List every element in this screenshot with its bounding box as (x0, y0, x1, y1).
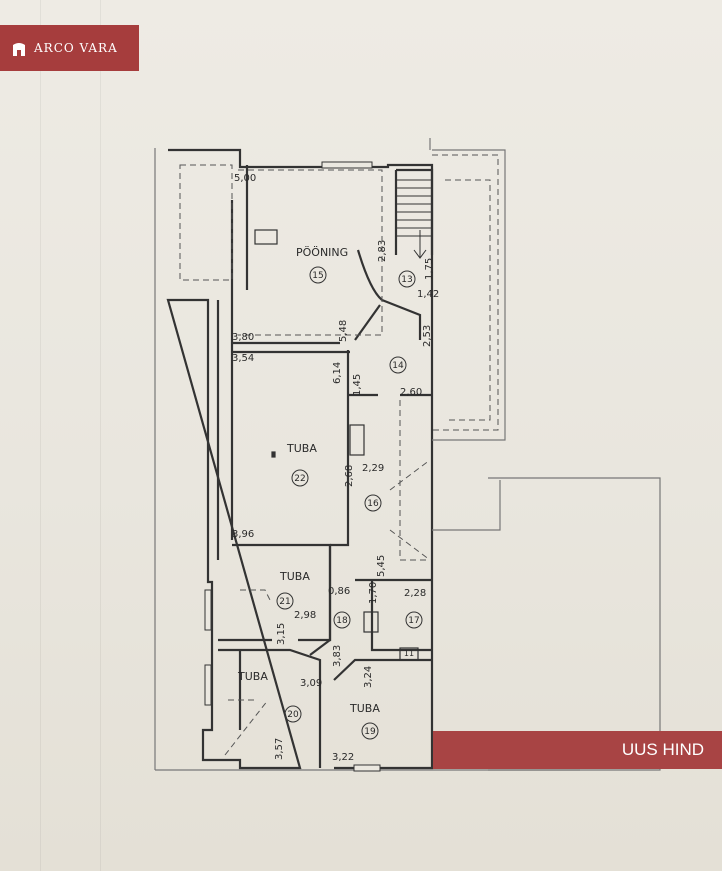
room-19-number: 19 (364, 727, 376, 737)
dim-175: 1,75 (424, 258, 435, 280)
dim-145: 1,45 (352, 374, 363, 396)
dim-170: 1,70 (368, 582, 379, 604)
room-11-number: 11 (404, 649, 414, 658)
dim-357: 3,57 (274, 738, 285, 760)
dim-309: 3,09 (300, 678, 322, 689)
room-22-name: TUBA (286, 442, 317, 455)
room-labels: PÖÖNING TUBA TUBA TUBA TUBA (237, 246, 380, 715)
room-14-circle (389, 356, 407, 374)
room-22-circle (291, 469, 309, 487)
dim-396: 3,96 (232, 529, 254, 540)
dim-545: 5,45 (376, 555, 387, 577)
room-20-number: 20 (287, 710, 299, 720)
dim-383: 3,83 (332, 645, 343, 667)
room-number-circles (276, 266, 423, 740)
room-14-number: 14 (392, 361, 404, 371)
room-19-name: TUBA (349, 702, 380, 715)
house-icon (12, 41, 26, 56)
room-15-name: PÖÖNING (296, 246, 348, 259)
room-15-number: 15 (312, 271, 323, 281)
annex-outline (154, 138, 661, 771)
vertical-dimension-labels: 2,83 1,75 5,48 2,53 6,14 1,45 2,68 5,45 … (274, 240, 435, 760)
room-17-circle (405, 611, 423, 629)
room-20-name: TUBA (237, 670, 268, 683)
room-18-circle (333, 611, 351, 629)
paper-fold (100, 0, 101, 871)
room-16-number: 16 (367, 499, 379, 509)
dim-283: 2,83 (377, 240, 388, 262)
dim-500: 5,00 (234, 173, 256, 184)
chimney-fixtures (254, 229, 419, 661)
dim-298: 2,98 (294, 610, 316, 621)
dim-614: 6,14 (332, 362, 343, 384)
dim-315: 3,15 (276, 623, 287, 645)
paper-fold (40, 0, 41, 871)
dim-324: 3,24 (363, 666, 374, 688)
dim-268: 2,68 (344, 465, 355, 487)
dim-380: 3,80 (232, 332, 254, 343)
brand-name: ARCO VARA (34, 41, 118, 55)
staircase (396, 179, 432, 259)
arco-vara-logo: ARCO VARA (0, 25, 139, 71)
room-13-circle (398, 270, 416, 288)
room-19-circle (361, 722, 379, 740)
room-22-number: 22 (294, 474, 305, 484)
new-price-banner: UUS HIND (433, 731, 722, 769)
room-18-number: 18 (336, 616, 348, 626)
dim-228: 2,28 (404, 588, 426, 599)
dim-142: 1,42 (417, 289, 439, 300)
dim-253: 2,53 (422, 325, 433, 347)
room-17-number: 17 (408, 616, 419, 626)
room-21-number: 21 (279, 597, 290, 607)
dim-229: 2,29 (362, 463, 384, 474)
room-20-circle (284, 705, 302, 723)
room-21-name: TUBA (279, 570, 310, 583)
plan-walls (166, 148, 434, 770)
room-13-number: 13 (401, 275, 412, 285)
dimension-labels: 5,00 1,42 3,80 3,54 2,60 2,29 3,96 0,86 … (232, 173, 439, 763)
dim-086: 0,86 (328, 586, 350, 597)
dim-260: 2,60 (400, 387, 422, 398)
dim-548: 5,48 (338, 320, 349, 342)
dim-322: 3,22 (332, 752, 354, 763)
room-numbers: 15 13 14 22 16 21 18 17 20 19 11 (279, 271, 419, 737)
room-21-circle (276, 592, 294, 610)
windows (204, 161, 381, 772)
room-16-circle (364, 494, 382, 512)
dim-354: 3,54 (232, 353, 254, 364)
roof-outline (179, 154, 499, 756)
room-15-circle (309, 266, 327, 284)
